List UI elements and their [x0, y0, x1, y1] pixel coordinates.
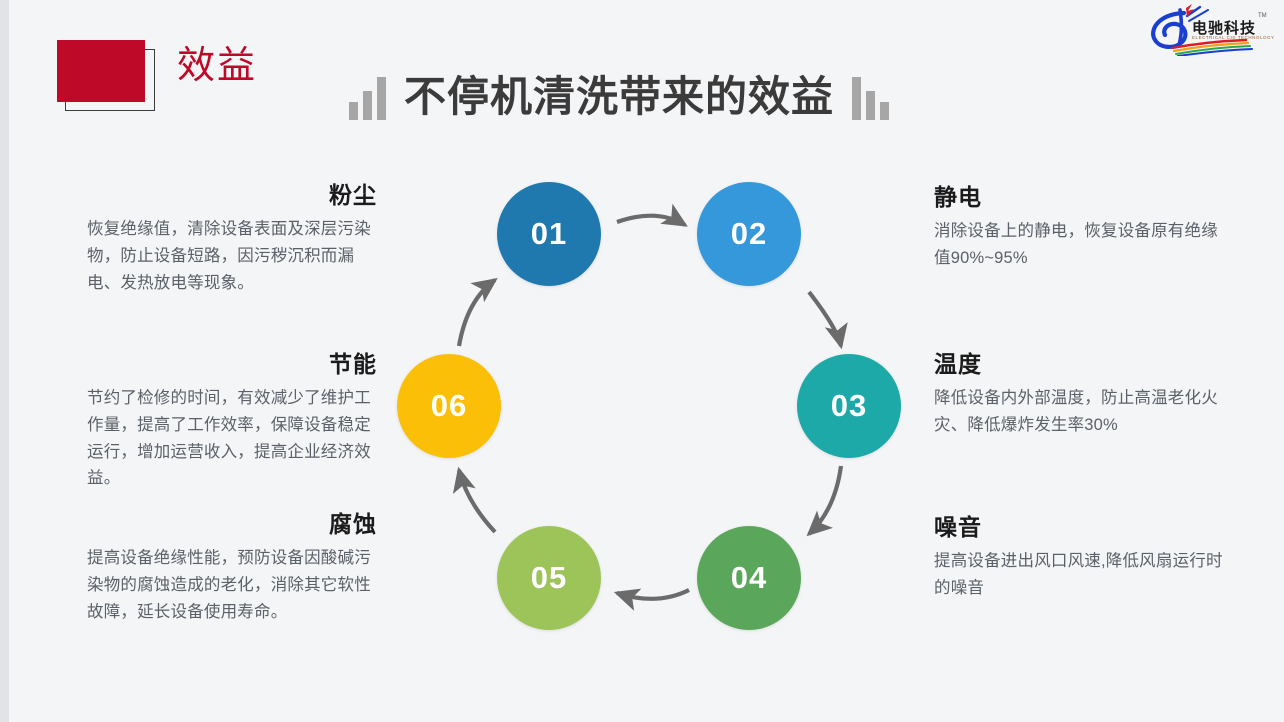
cycle-node-03-number: 03: [830, 388, 868, 423]
bar-chart-descending-icon: [852, 74, 890, 120]
cycle-node-03[interactable]: 03: [797, 354, 901, 458]
title-group: 不停机清洗带来的效益: [349, 68, 890, 126]
benefit-title-static: 静电: [934, 184, 982, 210]
logo-english-name: ELECTRICAL CHI TECHNOLOGY: [1192, 35, 1275, 40]
benefit-block-static: 静电 消除设备上的静电，恢复设备原有绝缘值90%~95%: [934, 184, 1224, 272]
bar-chart-ascending-icon: [349, 74, 386, 120]
cycle-node-01[interactable]: 01: [497, 182, 601, 286]
company-logo: 电驰科技 ELECTRICAL CHI TECHNOLOGY TM: [1142, 4, 1274, 56]
arrow-05-to-06: [452, 466, 497, 534]
benefit-title-energy: 节能: [329, 351, 377, 377]
benefit-text-temperature: 降低设备内外部温度，防止高温老化火灾、降低爆炸发生率30%: [934, 389, 1218, 435]
cycle-node-05[interactable]: 05: [497, 526, 601, 630]
arrow-03-to-04: [806, 465, 844, 537]
benefit-text-noise: 提高设备进出风口风速,降低风扇运行时的噪音: [934, 552, 1223, 598]
cycle-node-06-number: 06: [430, 388, 468, 423]
cycle-node-04-number: 04: [730, 560, 768, 595]
benefit-block-temperature: 温度 降低设备内外部温度，防止高温老化火灾、降低爆炸发生率30%: [934, 351, 1224, 439]
benefit-text-dust: 恢复绝缘值，清除设备表面及深层污染物，防止设备短路，因污秽沉积而漏电、发热放电等…: [87, 220, 371, 292]
logo-trademark: TM: [1258, 13, 1267, 19]
cycle-node-05-number: 05: [530, 560, 568, 595]
cycle-node-02[interactable]: 02: [697, 182, 801, 286]
arrow-02-to-03: [807, 290, 848, 350]
benefit-text-static: 消除设备上的静电，恢复设备原有绝缘值90%~95%: [934, 222, 1218, 268]
tag-filled-square: [57, 40, 145, 102]
page-title: 不停机清洗带来的效益: [404, 73, 835, 120]
cycle-node-04[interactable]: 04: [697, 526, 801, 630]
section-tag-label: 效益: [177, 45, 258, 87]
benefit-block-noise: 噪音 提高设备进出风口风速,降低风扇运行时的噪音: [934, 514, 1224, 602]
benefit-block-corrosion: 腐蚀 提高设备绝缘性能，预防设备因酸碱污染物的腐蚀造成的老化，消除其它软性故障，…: [87, 511, 377, 625]
section-tag: [57, 40, 157, 111]
benefit-text-energy: 节约了检修的时间，有效减少了维护工作量，提高了工作效率，保障设备稳定运行，增加运…: [87, 389, 371, 488]
benefit-title-corrosion: 腐蚀: [329, 511, 377, 537]
cycle-diagram: 01 02 03 04 05 06: [389, 170, 919, 650]
cycle-node-02-number: 02: [730, 216, 768, 251]
logo-chinese-name: 电驰科技: [1192, 20, 1257, 37]
benefit-title-noise: 噪音: [934, 514, 982, 540]
benefit-text-corrosion: 提高设备绝缘性能，预防设备因酸碱污染物的腐蚀造成的老化，消除其它软性故障，延长设…: [87, 549, 371, 621]
benefit-block-energy: 节能 节约了检修的时间，有效减少了维护工作量，提高了工作效率，保障设备稳定运行，…: [87, 351, 377, 492]
arrow-04-to-05: [613, 588, 690, 611]
benefit-title-dust: 粉尘: [329, 182, 377, 208]
benefit-block-dust: 粉尘 恢复绝缘值，清除设备表面及深层污染物，防止设备短路，因污秽沉积而漏电、发热…: [87, 182, 377, 296]
cycle-node-06[interactable]: 06: [397, 354, 501, 458]
arrow-01-to-02: [616, 203, 688, 227]
cycle-node-01-number: 01: [530, 216, 568, 251]
arrow-06-to-01: [456, 278, 498, 347]
benefit-title-temperature: 温度: [934, 351, 982, 377]
logo-mark-icon: [1151, 4, 1253, 56]
